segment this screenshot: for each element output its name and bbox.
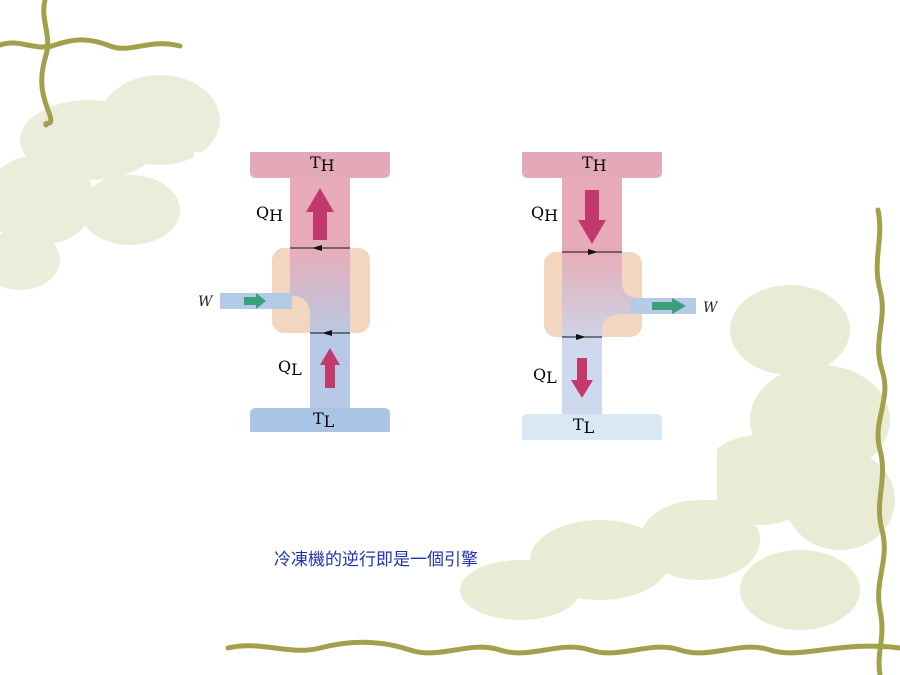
left-diagram: TH TL QH QL W	[198, 152, 390, 432]
label-heat-hot: QH	[531, 203, 558, 225]
work-arrow	[244, 293, 266, 309]
flow-marker-top	[588, 249, 598, 255]
hot-reservoir	[522, 152, 662, 178]
right-diagram: TH TL QH QL W	[522, 152, 719, 440]
work-arrow	[652, 298, 686, 314]
heat-cold-arrow-down	[571, 358, 593, 398]
flower-decoration-right	[460, 285, 895, 630]
label-cold-reservoir: TL	[573, 415, 595, 437]
slide-caption: 冷凍機的逆行即是一個引擎	[274, 550, 478, 570]
flow-marker-bottom	[322, 330, 332, 336]
cold-reservoir	[250, 408, 390, 432]
vine-border-right	[874, 207, 888, 675]
label-work: W	[198, 294, 214, 310]
label-heat-cold: QL	[533, 365, 557, 387]
label-hot-reservoir: TH	[310, 153, 335, 175]
flow-marker-bottom	[576, 334, 586, 340]
label-cold-reservoir: TL	[313, 409, 335, 431]
heat-hot-arrow-up	[306, 188, 334, 240]
vine-border-bottom	[225, 639, 900, 656]
cold-reservoir	[522, 414, 662, 440]
label-hot-reservoir: TH	[582, 153, 607, 175]
label-work: W	[703, 300, 719, 316]
heat-cold-arrow-up	[320, 348, 340, 388]
hot-reservoir	[250, 152, 390, 178]
label-heat-hot: QH	[256, 203, 283, 225]
flow-marker-top	[312, 245, 322, 251]
flow-through-device	[562, 252, 694, 337]
heat-hot-arrow-down	[578, 190, 606, 244]
flow-through-device	[222, 248, 350, 333]
vine-border-top-left	[0, 0, 183, 128]
flower-decoration-top-left	[0, 75, 220, 290]
label-heat-cold: QL	[278, 357, 302, 379]
